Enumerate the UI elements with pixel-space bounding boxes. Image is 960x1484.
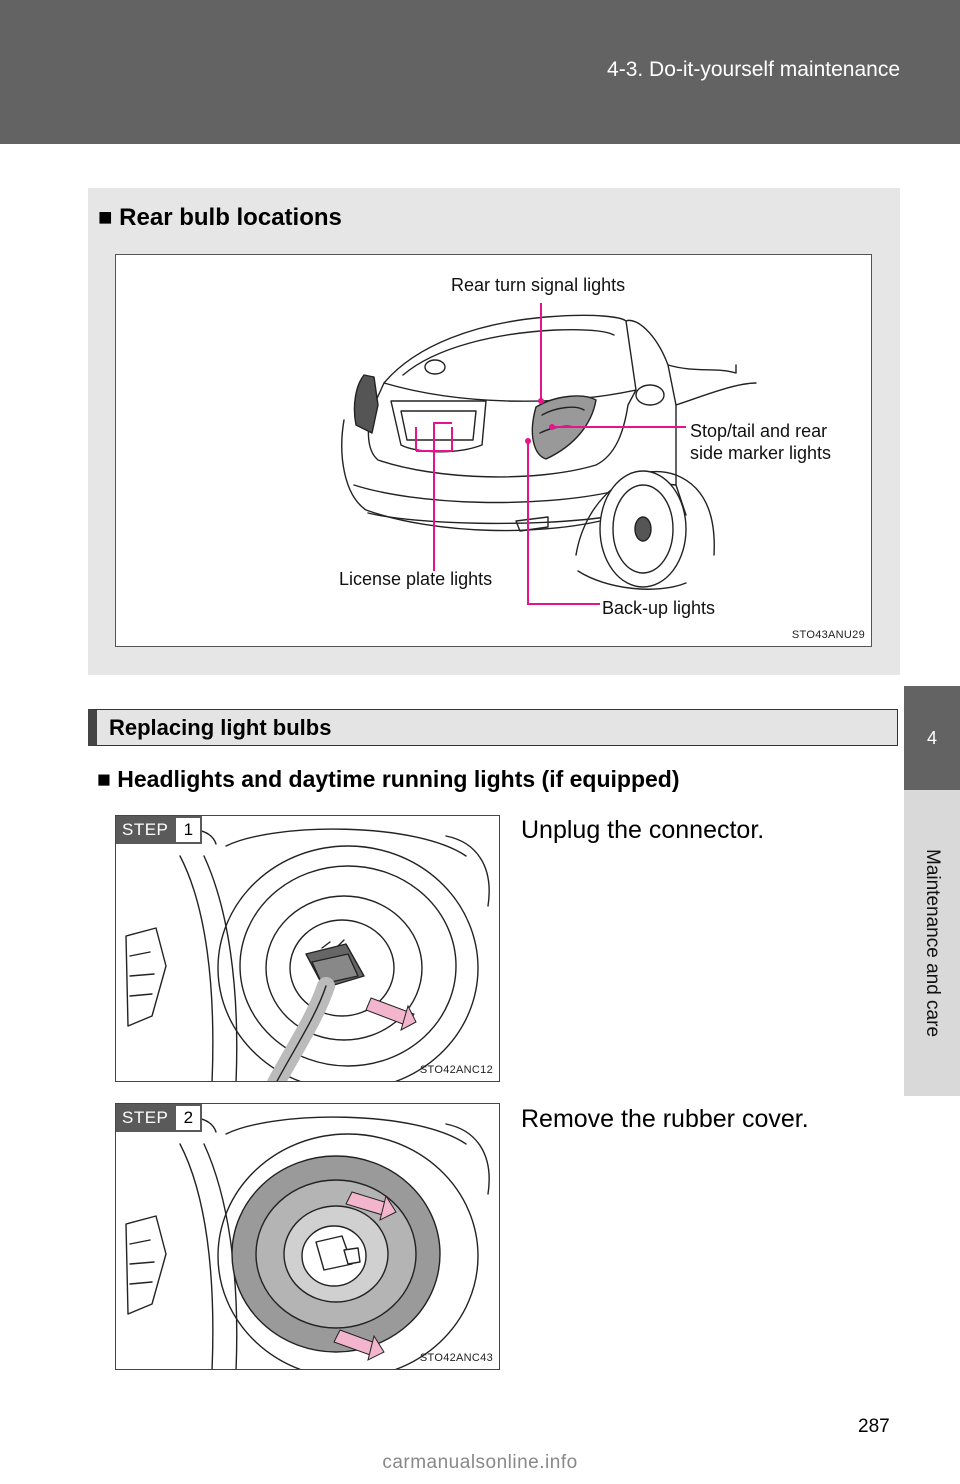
step-number: 2 xyxy=(174,1104,203,1132)
figure-code: STO42ANC43 xyxy=(419,1352,493,1364)
callout-back-up: Back-up lights xyxy=(602,598,716,618)
callout-license-plate: License plate lights xyxy=(339,569,493,589)
step-label: STEP xyxy=(116,816,175,844)
chapter-title: Maintenance and care xyxy=(922,848,943,1038)
figure-code: STO43ANU29 xyxy=(791,629,865,641)
rear-bulb-heading: ■ Rear bulb locations xyxy=(98,204,342,231)
rear-bulb-figure: Rear turn signal lights Stop/tail and re… xyxy=(115,254,872,647)
callout-stop-tail-line2: side marker lights xyxy=(690,443,832,463)
watermark[interactable]: carmanualsonline.info xyxy=(382,1452,578,1473)
section-heading-bar: Replacing light bulbs xyxy=(88,709,898,746)
figure-code: STO42ANC12 xyxy=(419,1064,493,1076)
step-1-instruction: Unplug the connector. xyxy=(521,816,765,844)
connector-illustration xyxy=(125,828,490,1081)
section-heading: Replacing light bulbs xyxy=(109,714,332,740)
chapter-number-box: 4 xyxy=(904,686,960,790)
callout-stop-tail-line1: Stop/tail and rear xyxy=(690,421,828,441)
car-rear-illustration xyxy=(341,303,757,605)
step-2-badge: STEP 2 xyxy=(116,1104,203,1132)
step-label: STEP xyxy=(116,1104,175,1132)
step-1-badge: STEP 1 xyxy=(116,816,203,844)
header-bar: 4-3. Do-it-yourself maintenance xyxy=(0,0,960,144)
rubber-cover-illustration xyxy=(125,1116,490,1369)
step-2-figure: STEP 2 STO42ANC43 xyxy=(115,1103,500,1370)
sub-heading: ■ Headlights and daytime running lights … xyxy=(97,766,680,792)
chapter-label-box: Maintenance and care xyxy=(904,790,960,1096)
page-number: 287 xyxy=(858,1416,890,1437)
chapter-tab[interactable]: 4 Maintenance and care xyxy=(904,686,960,1096)
step-1-figure: STEP 1 STO42ANC12 xyxy=(115,815,500,1082)
chapter-number: 4 xyxy=(926,727,937,748)
step-2-instruction: Remove the rubber cover. xyxy=(521,1105,809,1133)
callout-rear-turn-signal: Rear turn signal lights xyxy=(451,275,626,295)
section-title: 4-3. Do-it-yourself maintenance xyxy=(607,58,900,81)
step-number: 1 xyxy=(174,816,203,844)
